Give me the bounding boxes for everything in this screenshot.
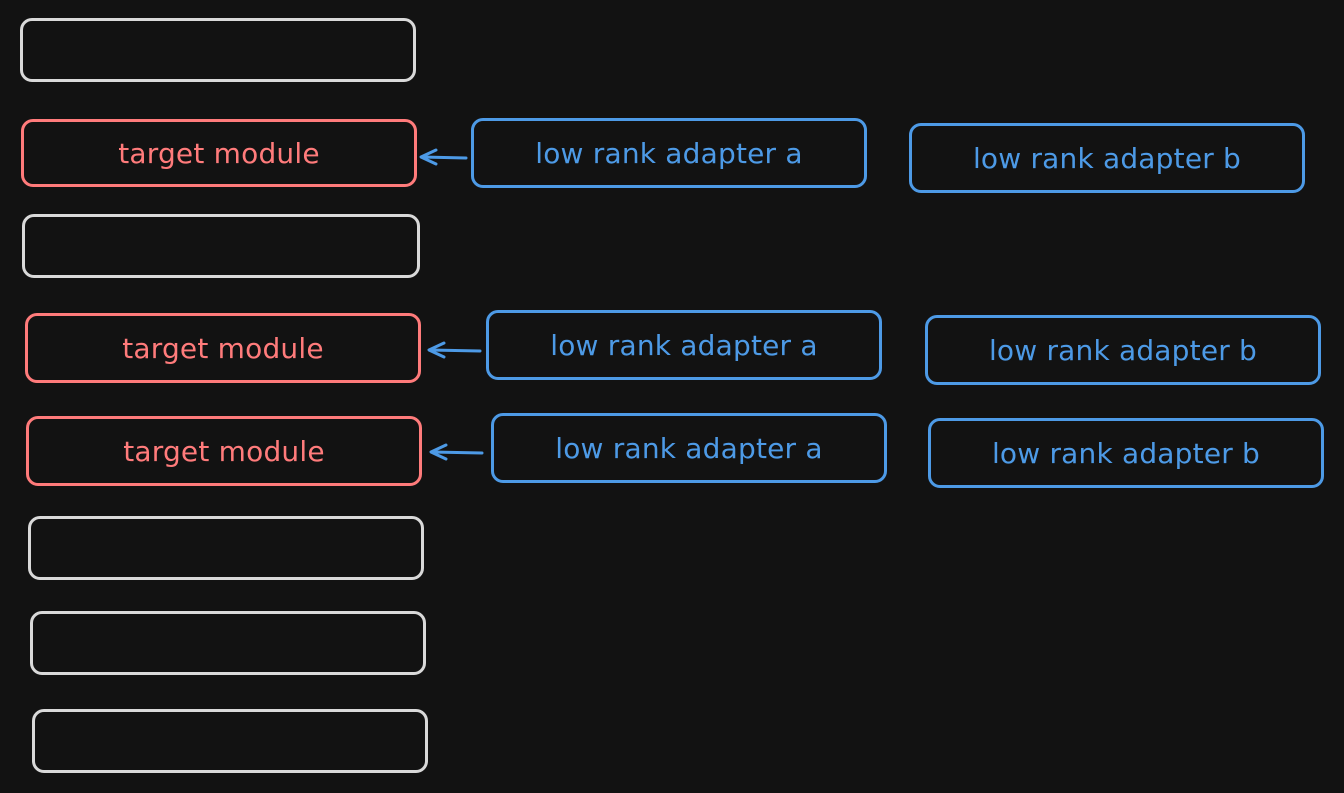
- layer-box-4: [30, 611, 426, 675]
- arrow-adapter-to-target-1: [419, 148, 468, 166]
- arrow-adapter-to-target-3: [429, 443, 484, 461]
- target-module-box: target module: [25, 313, 421, 383]
- low-rank-adapter-b-box: low rank adapter b: [928, 418, 1324, 488]
- low-rank-adapter-b-box: low rank adapter b: [909, 123, 1305, 193]
- low-rank-adapter-a-box: low rank adapter a: [491, 413, 887, 483]
- low-rank-adapter-b-box: low rank adapter b: [925, 315, 1321, 385]
- layer-box-3: [28, 516, 424, 580]
- layer-box-1: [20, 18, 416, 82]
- low-rank-adapter-a-box: low rank adapter a: [471, 118, 867, 188]
- low-rank-adapter-a-box: low rank adapter a: [486, 310, 882, 380]
- target-module-box: target module: [26, 416, 422, 486]
- target-module-box: target module: [21, 119, 417, 187]
- layer-box-2: [22, 214, 420, 278]
- arrow-adapter-to-target-2: [427, 341, 482, 359]
- layer-box-5: [32, 709, 428, 773]
